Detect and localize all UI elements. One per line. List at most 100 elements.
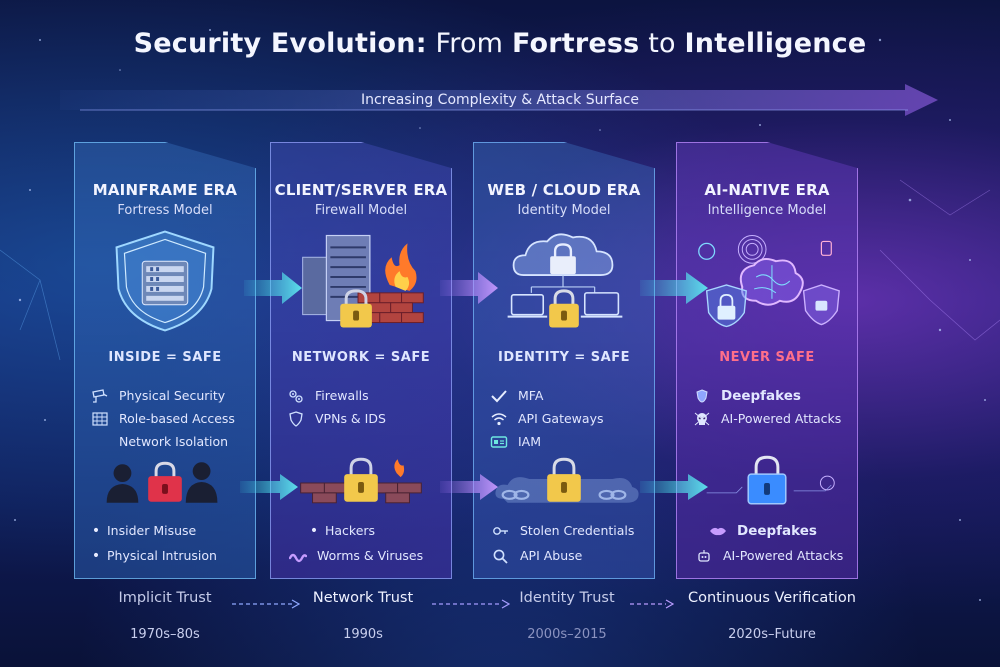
ai-lock-icon	[677, 453, 857, 513]
firewall-server-icon	[271, 227, 451, 335]
cloud-chain-lock-icon	[474, 453, 654, 513]
trust-connector-3	[630, 599, 674, 609]
title-part-1: Security Evolution:	[133, 28, 427, 59]
era-card-mainframe: MAINFRAME ERA Fortress Model INSIDE = SA…	[74, 142, 256, 579]
threat-item: •Hackers	[309, 522, 376, 539]
threat-item: Stolen Credentials	[490, 518, 648, 543]
threat-label: AI-Powered Attacks	[723, 548, 844, 563]
era-principle: NEVER SAFE	[719, 350, 815, 365]
control-label: Role-based Access	[119, 411, 235, 426]
control-label: MFA	[518, 388, 544, 403]
controls-list: Firewalls VPNs & IDS	[285, 384, 443, 430]
cloud-devices-icon	[474, 227, 654, 335]
control-item: Network Isolation	[89, 430, 247, 453]
checkmark-icon	[488, 388, 510, 404]
threats-list: Deepfakes AI-Powered Attacks	[693, 518, 851, 568]
worm-icon	[287, 548, 309, 564]
title-part-2: From	[426, 28, 512, 59]
threats-list: •Hackers Worms & Viruses	[287, 518, 445, 568]
era-principle: INSIDE = SAFE	[108, 350, 222, 365]
control-item: API Gateways	[488, 407, 646, 430]
lips-icon	[707, 523, 729, 539]
search-icon	[490, 548, 512, 564]
flow-arrow-upper-1	[244, 272, 302, 304]
title-part-4: to	[639, 28, 685, 59]
control-item: IAM	[488, 430, 646, 453]
threat-label: Physical Intrusion	[107, 548, 217, 563]
threat-label: Deepfakes	[737, 522, 817, 539]
era-principle: IDENTITY = SAFE	[497, 350, 630, 365]
era-name: WEB / CLOUD ERA	[487, 181, 641, 199]
era-card-client-server: CLIENT/SERVER ERA Firewall Model NETWORK…	[270, 142, 452, 579]
era-card-ai-native: AI-NATIVE ERA Intelligence Model NEVER S…	[676, 142, 858, 579]
era-model: Intelligence Model	[707, 203, 827, 218]
mesh-grid-icon	[89, 411, 111, 427]
control-label: IAM	[518, 434, 542, 449]
complexity-arrow	[60, 84, 938, 116]
threats-list: •Insider Misuse •Physical Intrusion	[91, 518, 249, 568]
controls-list: MFA API Gateways IAM	[488, 384, 646, 453]
control-item: Deepfakes	[691, 384, 849, 407]
threat-label: Worms & Viruses	[317, 548, 424, 563]
threats-list: Stolen Credentials API Abuse	[490, 518, 648, 568]
security-camera-icon	[89, 388, 111, 404]
era-name: CLIENT/SERVER ERA	[274, 181, 448, 199]
flow-arrow-lower-3	[640, 474, 708, 500]
id-card-icon	[488, 434, 510, 450]
control-label: Firewalls	[315, 388, 369, 403]
control-item: Firewalls	[285, 384, 443, 407]
control-item: MFA	[488, 384, 646, 407]
title-part-5: Intelligence	[684, 28, 867, 59]
controls-list: Deepfakes AI-Powered Attacks	[691, 384, 849, 430]
wifi-icon	[488, 411, 510, 427]
trust-label-1: Implicit Trust	[118, 590, 212, 606]
controls-list: Physical Security Role-based Access Netw…	[89, 384, 247, 453]
threat-label: Stolen Credentials	[520, 523, 635, 538]
era-model: Firewall Model	[314, 203, 408, 218]
control-label: Deepfakes	[721, 387, 801, 404]
control-label: AI-Powered Attacks	[721, 411, 842, 426]
control-item: VPNs & IDS	[285, 407, 443, 430]
control-label: Physical Security	[119, 388, 226, 403]
trust-connector-1	[232, 599, 300, 609]
era-dates-3: 2000s–2015	[527, 627, 607, 642]
key-icon	[490, 523, 512, 539]
trust-label-2: Network Trust	[312, 590, 414, 606]
control-label: VPNs & IDS	[315, 411, 386, 426]
control-label: API Gateways	[518, 411, 604, 426]
shield-icon	[285, 410, 307, 427]
lock-wall-icon	[271, 453, 451, 513]
gear-cluster-icon	[285, 388, 307, 404]
threat-item: Worms & Viruses	[287, 543, 445, 568]
robot-icon	[693, 548, 715, 564]
era-dates-4: 2020s–Future	[728, 627, 816, 642]
control-item: Role-based Access	[89, 407, 247, 430]
control-label: Network Isolation	[119, 434, 229, 449]
flow-arrow-upper-2	[440, 272, 498, 304]
era-dates-2: 1990s	[343, 627, 383, 642]
title-part-3: Fortress	[511, 28, 640, 59]
threat-item: •Insider Misuse	[91, 522, 197, 539]
control-item: AI-Powered Attacks	[691, 407, 849, 430]
threat-item: •Physical Intrusion	[91, 547, 217, 564]
flow-arrow-lower-2	[440, 474, 498, 500]
era-model: Fortress Model	[117, 203, 213, 218]
skull-icon	[691, 411, 713, 427]
threat-label: Hackers	[325, 523, 376, 538]
threat-item: Deepfakes	[693, 518, 851, 543]
flow-arrow-lower-1	[240, 474, 298, 500]
page-title: Security Evolution: From Fortress to Int…	[0, 28, 1000, 59]
threat-item: API Abuse	[490, 543, 648, 568]
control-item: Physical Security	[89, 384, 247, 407]
era-card-web-cloud: WEB / CLOUD ERA Identity Model IDENTITY …	[473, 142, 655, 579]
ai-brain-shield-icon	[677, 227, 857, 335]
flow-arrow-upper-3	[640, 272, 708, 304]
trust-label-3: Identity Trust	[519, 590, 615, 606]
era-name: AI-NATIVE ERA	[704, 181, 830, 199]
axis-label: Increasing Complexity & Attack Surface	[360, 92, 640, 108]
era-dates-1: 1970s–80s	[130, 627, 200, 642]
threat-label: API Abuse	[520, 548, 583, 563]
mask-icon	[691, 388, 713, 404]
trust-connector-2	[432, 599, 510, 609]
threat-item: AI-Powered Attacks	[693, 543, 851, 568]
